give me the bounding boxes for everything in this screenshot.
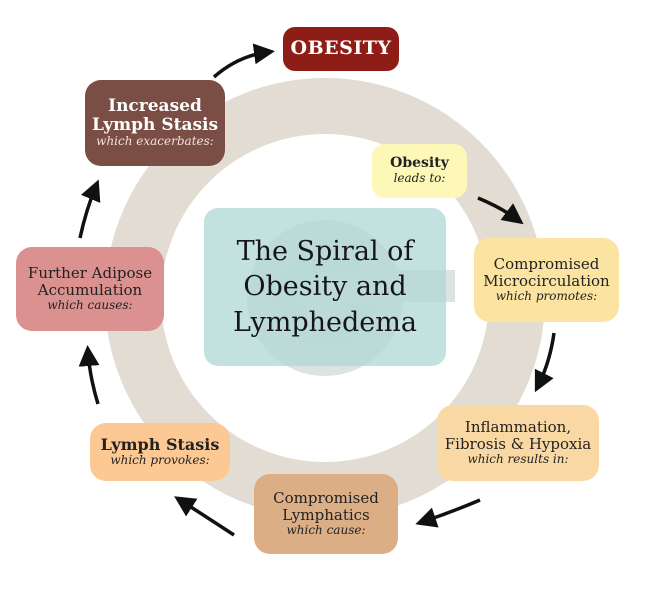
compromised-microcirculation-title: Compromised Microcirculation	[483, 255, 610, 291]
lymph-stasis-box: Lymph Stasis which provokes:	[90, 423, 230, 481]
increased-lymph-stasis-box: Increased Lymph Stasis which exacerbates…	[85, 80, 225, 166]
diagram-title: The Spiral of Obesity and Lymphedema	[204, 208, 446, 366]
arrow-microcirc-to-inflammation	[534, 332, 556, 393]
obesity-top-box: OBESITY	[283, 27, 399, 71]
arrow-stasis-to-adipose	[78, 345, 100, 405]
inflammation-box: Inflammation, Fibrosis & Hypoxia which r…	[437, 405, 599, 481]
arrow-stasis-to-obesity	[212, 43, 275, 79]
further-adipose-sub: which causes:	[47, 298, 133, 313]
obesity-leads-sub: leads to:	[393, 171, 446, 186]
increased-lymph-stasis-title: Increased Lymph Stasis	[91, 96, 219, 136]
obesity-leads-box: Obesity leads to:	[372, 144, 467, 198]
lymph-stasis-sub: which provokes:	[110, 453, 210, 468]
arrow-obesity-to-microcirc	[477, 196, 524, 225]
compromised-lymphatics-title: Compromised Lymphatics	[273, 489, 379, 525]
inflammation-title: Inflammation, Fibrosis & Hypoxia	[444, 418, 592, 454]
further-adipose-title: Further Adipose Accumulation	[27, 264, 153, 300]
lymph-stasis-title: Lymph Stasis	[100, 435, 220, 455]
arrow-inflammation-to-lymphatics	[415, 498, 481, 528]
increased-lymph-stasis-sub: which exacerbates:	[96, 134, 214, 149]
obesity-leads-title: Obesity	[390, 155, 449, 172]
compromised-microcirculation-sub: which promotes:	[495, 289, 598, 304]
compromised-lymphatics-box: Compromised Lymphatics which cause:	[254, 474, 398, 554]
further-adipose-box: Further Adipose Accumulation which cause…	[16, 247, 164, 331]
compromised-lymphatics-sub: which cause:	[286, 523, 366, 538]
inflammation-sub: which results in:	[467, 452, 569, 467]
diagram-title-text: The Spiral of Obesity and Lymphedema	[233, 236, 417, 338]
obesity-top-label: OBESITY	[290, 37, 392, 60]
arrow-lymphatics-to-stasis	[174, 496, 235, 537]
arrow-adipose-to-increased	[78, 179, 101, 239]
compromised-microcirculation-box: Compromised Microcirculation which promo…	[474, 238, 619, 322]
